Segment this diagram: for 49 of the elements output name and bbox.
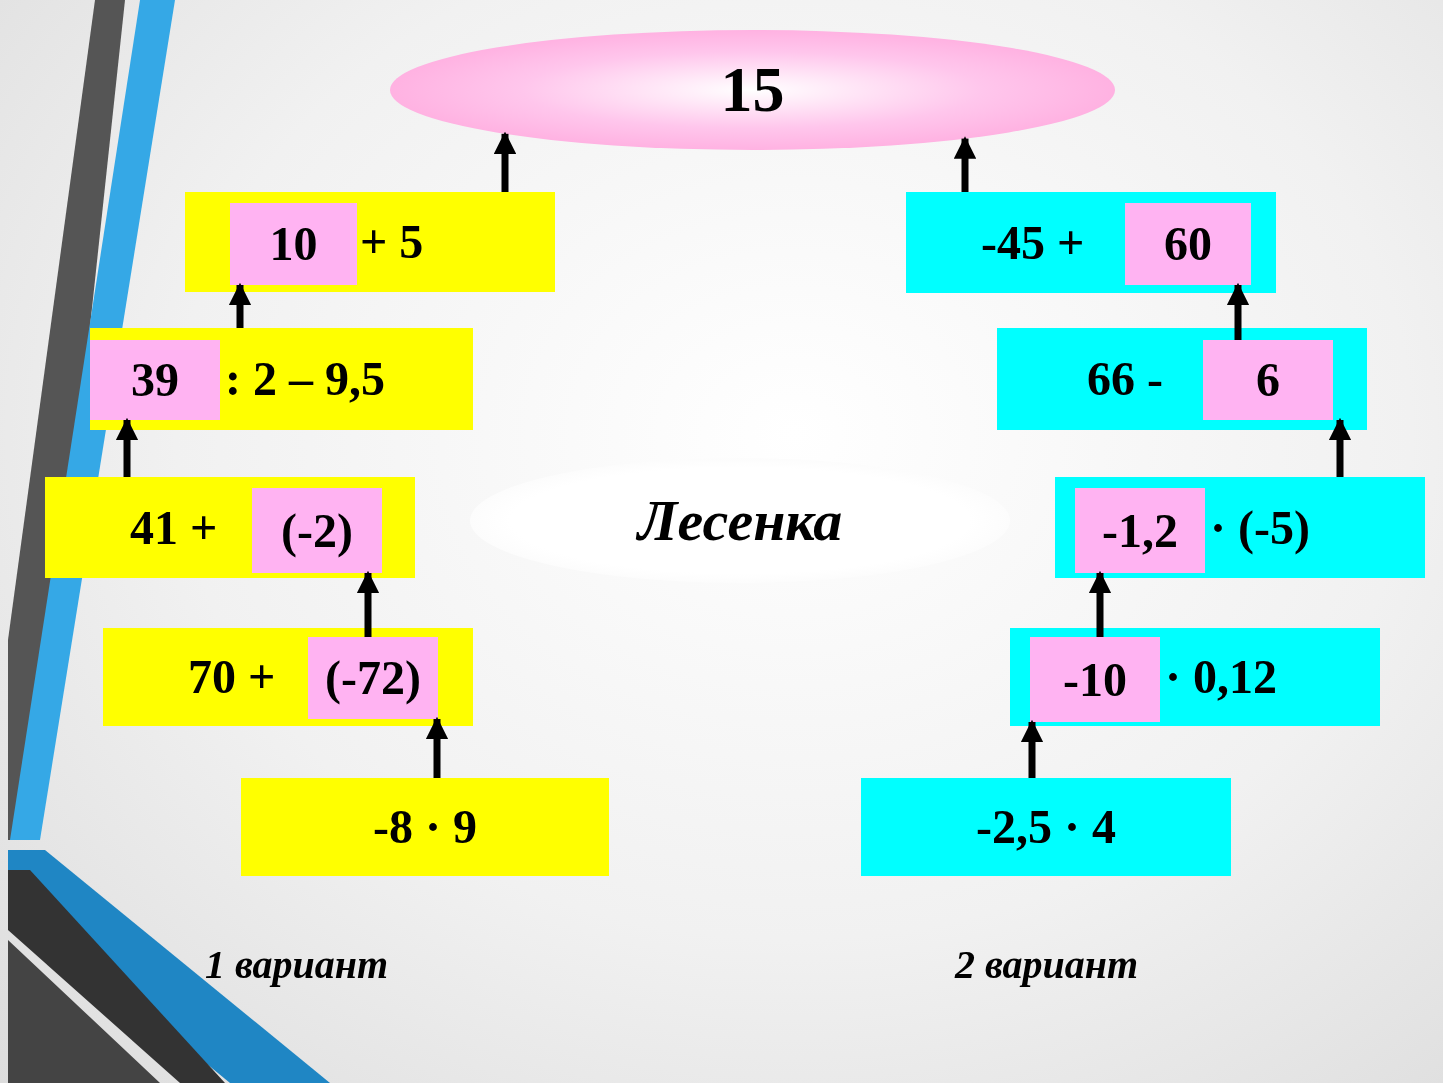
expression-text: 39 [131, 352, 179, 408]
expression-box [906, 192, 1276, 293]
arrow [493, 131, 517, 192]
expression-text: 41 + [130, 499, 218, 556]
arrow [425, 716, 449, 778]
expression-box [185, 192, 555, 292]
expression-text: -1,2 [1102, 502, 1178, 559]
arrow [953, 136, 977, 192]
highlight-box [1030, 637, 1160, 722]
highlight-box [1075, 488, 1205, 573]
arrow [1020, 719, 1044, 778]
expression-text: 60 [1164, 216, 1212, 272]
expression-text: 66 - [1087, 351, 1163, 407]
arrow [356, 570, 380, 637]
highlight-box [230, 203, 357, 285]
expression-text: · 0,12 [1165, 649, 1277, 705]
arrow [228, 282, 252, 328]
expression-box [90, 328, 473, 430]
highlight-box [1203, 340, 1333, 420]
result-number: 15 [720, 53, 785, 127]
variant-label: 1 вариант [205, 941, 389, 989]
highlight-box [90, 340, 220, 420]
expression-text: 6 [1256, 352, 1280, 408]
arrow [1226, 282, 1250, 340]
expression-text: 70 + [188, 649, 276, 705]
expression-text: (-72) [325, 650, 421, 707]
expression-box [241, 778, 609, 876]
expression-box [1010, 628, 1380, 726]
expression-text: -2,5 · 4 [976, 799, 1116, 855]
expression-text: + 5 [360, 214, 424, 270]
title-text: Лесенка [637, 487, 843, 555]
expression-box [45, 477, 415, 578]
expression-text: : 2 – 9,5 [225, 351, 385, 407]
expression-text: -8 · 9 [373, 799, 477, 855]
expression-box [997, 328, 1367, 430]
arrow [115, 417, 139, 477]
highlight-box [308, 637, 438, 719]
expression-box [1055, 477, 1425, 578]
expression-text: -45 + [981, 214, 1085, 271]
highlight-box [1125, 203, 1251, 285]
arrow [1088, 570, 1112, 637]
expression-text: · (-5) [1210, 499, 1310, 557]
expression-text: 10 [269, 216, 318, 272]
expression-text: -10 [1063, 651, 1127, 708]
expression-box [861, 778, 1231, 876]
expression-box [103, 628, 473, 726]
variant-label: 2 вариант [955, 941, 1139, 989]
expression-text: (-2) [281, 502, 353, 560]
highlight-box [252, 488, 382, 573]
